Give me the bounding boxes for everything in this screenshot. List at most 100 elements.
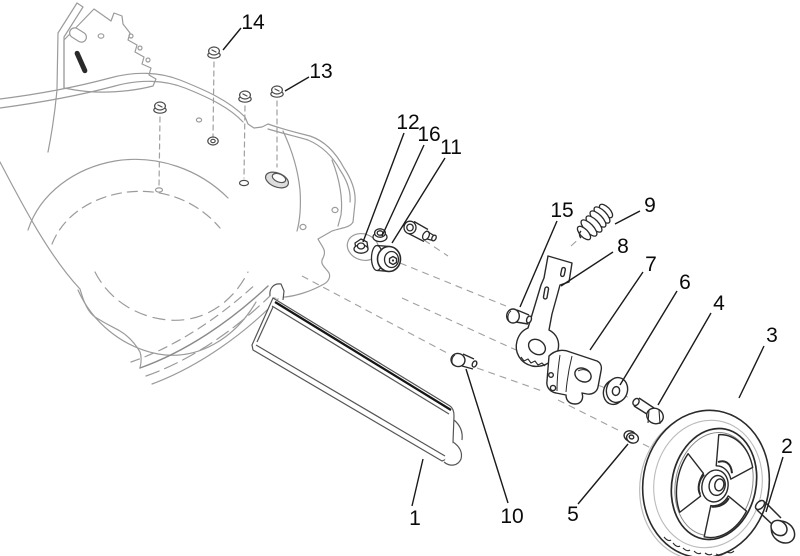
callout-label-4: 4 (713, 292, 725, 315)
callout-leader-1 (411, 458, 424, 507)
callout-leader-5 (577, 443, 629, 505)
hub-shade (717, 460, 734, 474)
lever-serration (520, 356, 546, 367)
bolt-axis-dash (212, 61, 215, 137)
deflector-mount-tab (269, 283, 285, 301)
callout-leader-12 (362, 132, 405, 243)
shoulder-bolt-2 (754, 499, 796, 544)
bracket-slot (74, 50, 88, 74)
panel-hole (331, 206, 339, 214)
deck-top-edge (0, 72, 356, 223)
callout-label-14: 14 (241, 11, 265, 34)
callout-leader-14 (222, 27, 242, 51)
washer-5 (623, 430, 640, 444)
callout-label-1: 1 (409, 507, 421, 530)
callout-leader-15 (519, 220, 558, 308)
callout-label-11: 11 (440, 136, 462, 159)
axis-socket-bolt (423, 239, 449, 257)
hub-shade (697, 473, 705, 495)
callout-label-6: 6 (679, 271, 691, 294)
bracket-bump-hole (145, 57, 151, 63)
pivot-bolt-15 (506, 308, 533, 325)
panel-hole (299, 223, 307, 231)
washer-small-top (238, 179, 250, 187)
callout-leader-8 (560, 251, 614, 287)
deflector-top-hem-dark (274, 301, 452, 411)
cap-bolt (153, 101, 167, 114)
handle-bracket-plate (63, 8, 157, 93)
callout-label-7: 7 (645, 253, 657, 276)
callout-leader-16 (381, 144, 425, 237)
pivot-roller-11 (370, 244, 402, 273)
top-cap-bolts (153, 46, 284, 193)
callout-label-15: 15 (550, 199, 573, 222)
bracket-assembly (546, 349, 664, 444)
wheel-assembly (639, 409, 796, 556)
bracket-bump-hole (128, 33, 134, 39)
deflector-roll-lip (443, 419, 463, 466)
bracket-hole (97, 33, 105, 39)
rear-panel-edge (272, 221, 354, 299)
cap-bolt-13 (270, 85, 284, 98)
callout-label-13: 13 (309, 60, 332, 83)
callout-label-16: 16 (417, 123, 440, 146)
lever-slot-top (559, 266, 567, 278)
hub-shade (711, 497, 730, 508)
callout-label-8: 8 (617, 235, 629, 258)
flange-nut-small (207, 136, 219, 146)
blade-arc-2 (51, 190, 221, 245)
hub-cutout (715, 433, 754, 480)
callout-label-2: 2 (781, 435, 793, 458)
callout-leader-13 (284, 76, 310, 92)
height-lever-8 (515, 255, 573, 368)
deflector-face (251, 297, 455, 462)
deck-side-line (47, 89, 58, 153)
deck-hole (195, 117, 203, 123)
callout-label-12: 12 (396, 111, 419, 134)
hex-bolt-4 (632, 397, 664, 425)
hub-center-hole (714, 478, 725, 492)
lever-pivot-hole (527, 338, 547, 356)
rim-inner-lip (674, 432, 754, 536)
callout-leader-6 (619, 290, 678, 386)
skirt-line-1 (139, 285, 269, 369)
deflector-panel (251, 283, 463, 466)
cable-grommet (264, 171, 290, 189)
tire-sidewall-line (653, 419, 763, 549)
carriage-bolt-10 (450, 352, 478, 370)
wheel-bracket-7 (546, 349, 603, 405)
callout-leader-11 (391, 157, 446, 244)
callout-leader-7 (589, 271, 644, 351)
callout-leader-3 (738, 345, 765, 399)
callout-leader-10 (465, 368, 509, 504)
deck-top-hem (0, 80, 351, 203)
bracket-hole-small (549, 384, 557, 392)
socket-bolt (403, 220, 437, 243)
handle-bracket-strip (56, 2, 84, 90)
cap-bolt-14 (207, 46, 221, 59)
axis-lever-lower (401, 297, 517, 351)
deflector-top-hem-thin (271, 305, 450, 415)
callout-label-3: 3 (766, 324, 778, 347)
bracket-cylinder-boss (69, 27, 87, 43)
bracket-oval-hole (574, 367, 592, 383)
lever-assembly (506, 203, 614, 368)
deflector-bottom-hem (255, 344, 446, 457)
callout-leader-4 (657, 312, 712, 406)
pivot-hardware (353, 220, 437, 273)
mower-housing (0, 2, 380, 385)
wheel-hub (675, 433, 754, 539)
deflector-end-line (256, 306, 274, 343)
bolt-axis-dash (243, 105, 246, 179)
axis-spring (570, 236, 582, 247)
callout-label-9: 9 (644, 194, 656, 217)
rear-panel-crease2 (282, 130, 301, 232)
blade-arc-1 (27, 158, 229, 231)
spring-9 (576, 203, 614, 241)
washer-6 (602, 376, 629, 406)
deck-dimple (154, 187, 164, 193)
flange-nut-16 (372, 228, 388, 243)
hex-nut-12 (353, 238, 369, 254)
